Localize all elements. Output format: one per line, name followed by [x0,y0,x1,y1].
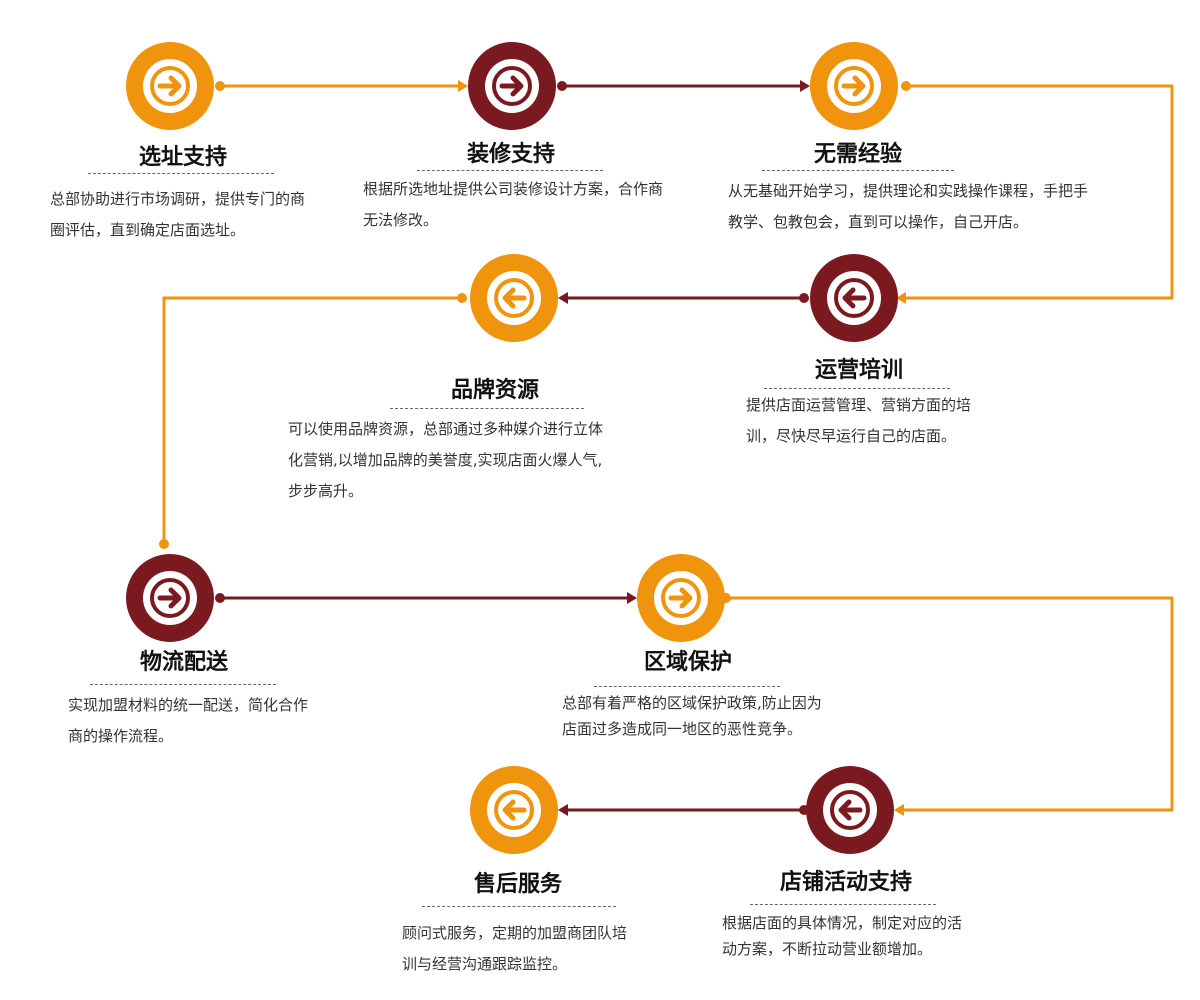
arrow-right-icon [834,66,874,106]
connector-8-9-arrowhead [558,804,568,816]
arrow-right-icon [661,578,701,618]
arrow-left-icon [830,790,870,830]
step-7-circle [637,554,725,642]
connector-2-3-arrowhead [800,80,810,92]
connector-7-8 [726,596,1174,812]
step-8-circle [806,766,894,854]
step-4-divider [764,388,950,389]
step-2-title: 装修支持 [466,142,556,167]
connector-6-7-start [215,593,225,603]
connector-4-5-start [799,293,809,303]
step-8-title: 店铺活动支持 [779,870,913,895]
step-3-title: 无需经验 [813,142,903,167]
step-8-description: 根据店面的具体情况，制定对应的活动方案，不断拉动营业额增加。 [722,914,963,958]
step-3-divider [762,170,954,171]
step-6-description: 实现加盟材料的统一配送，简化合作商的操作流程。 [68,696,309,745]
step-1-divider [88,173,274,174]
connector-5-6-start [457,293,467,303]
step-4-title: 运营培训 [814,358,904,383]
step-4-description: 提供店面运营管理、营销方面的培训，尽快尽早运行自己的店面。 [746,396,972,445]
step-8-divider [750,904,936,905]
connector-3-4 [896,84,1174,300]
step-5-circle [470,254,558,342]
step-6-circle [126,554,214,642]
connector-3-4-start [901,81,911,91]
connector-4-5-arrowhead [558,292,568,304]
arrow-left-icon [834,278,874,318]
step-5-title: 品牌资源 [450,378,540,403]
step-2-description: 根据所选地址提供公司装修设计方案，合作商无法修改。 [363,180,664,229]
step-9-description: 顾问式服务，定期的加盟商团队培训与经营沟通跟踪监控。 [402,924,628,973]
connector-5-6 [162,296,462,544]
step-6-divider [90,684,276,685]
step-7-divider [594,686,780,687]
connector-2-3-start [557,81,567,91]
step-6-title: 物流配送 [139,650,229,675]
step-7-description: 总部有着严格的区域保护政策,防止因为店面过多造成同一地区的恶性竞争。 [562,694,822,738]
step-9-circle [470,766,558,854]
connector-1-2-start [215,81,225,91]
step-2-divider [417,170,603,171]
step-3-description: 从无基础开始学习，提供理论和实践操作课程，手把手教学、包教包会，直到可以操作，自… [728,182,1089,231]
connector-1-2-arrowhead [458,80,468,92]
step-7-title: 区域保护 [643,650,733,675]
arrow-right-icon [150,578,190,618]
step-1-description: 总部协助进行市场调研，提供专门的商圈评估，直到确定店面选址。 [50,190,306,239]
arrow-right-icon [492,66,532,106]
connector-5-6-end [159,539,169,549]
step-9-title: 售后服务 [473,872,563,897]
arrow-left-icon [494,790,534,830]
step-2-circle [468,42,556,130]
arrow-left-icon [494,278,534,318]
arrow-right-icon [150,66,190,106]
step-1-circle [126,42,214,130]
step-5-description: 可以使用品牌资源，总部通过多种媒介进行立体化营销,以增加品牌的美誉度,实现店面火… [288,420,604,500]
step-5-divider [390,408,584,409]
step-3-circle [810,42,898,130]
connector-7-8-arrowhead [894,804,904,816]
step-4-circle [810,254,898,342]
step-1-title: 选址支持 [138,145,228,170]
step-9-divider [422,906,616,907]
connector-3-4-arrowhead [896,292,906,304]
connector-6-7-arrowhead [627,592,637,604]
